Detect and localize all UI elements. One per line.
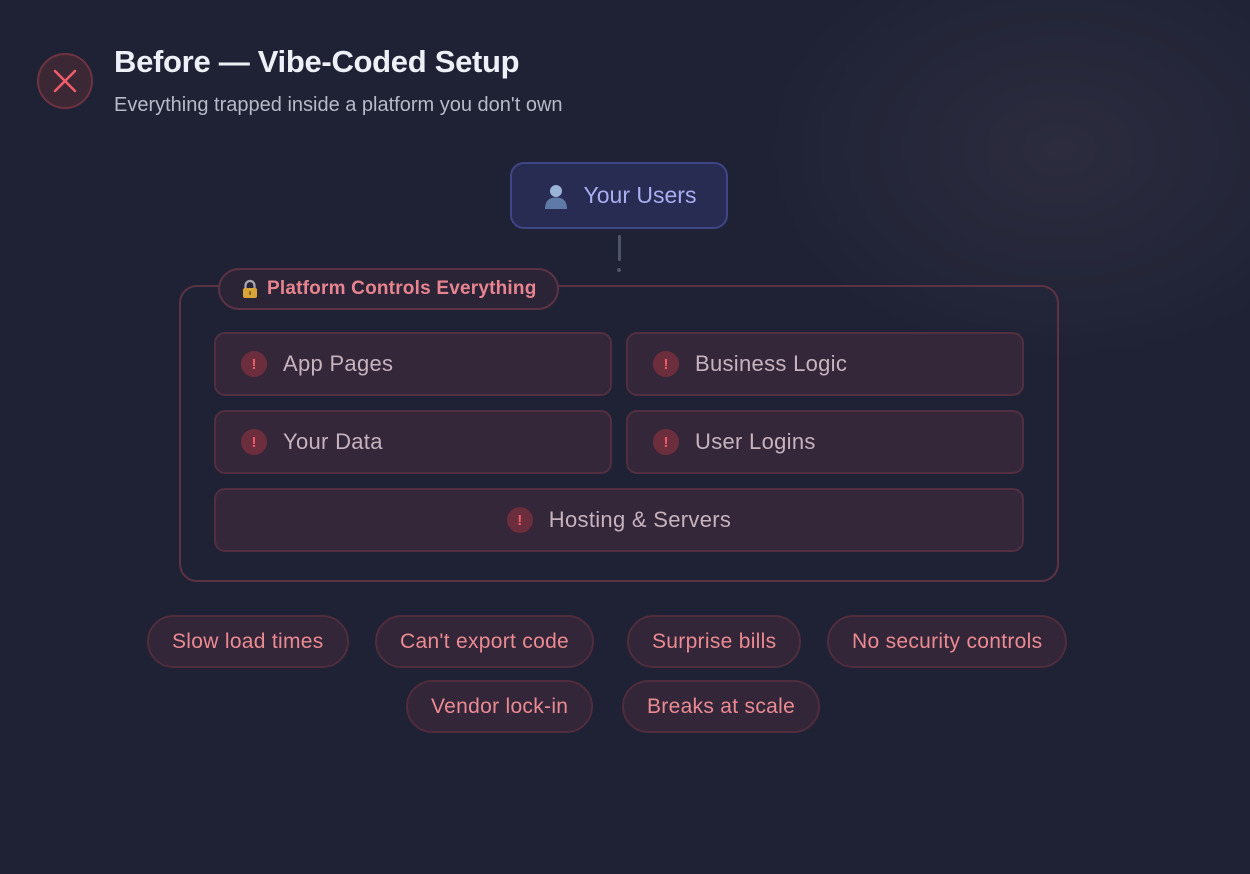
platform-container [179,285,1059,582]
alert-icon: ! [506,507,533,533]
issue-chip: Surprise bills [627,615,802,668]
users-label: Your Users [583,182,697,208]
page-title: Before — Vibe-Coded Setup [114,44,520,79]
issue-chip: Can't export code [375,615,595,668]
component-label: Your Data [283,429,383,454]
component-card-app-pages: ! App Pages [214,332,612,396]
user-icon [542,182,570,210]
issue-chip: No security controls [827,615,1068,668]
issue-chip: Slow load times [147,615,349,668]
alert-icon: ! [241,351,267,377]
connector-arrow [617,268,621,272]
component-label: App Pages [283,351,394,376]
alert-icon: ! [653,351,679,377]
component-card-business-logic: ! Business Logic [626,332,1024,396]
component-label: User Logins [695,429,816,454]
connector-line [618,235,621,261]
page-subtitle: Everything trapped inside a platform you… [114,94,563,116]
alert-icon: ! [653,429,679,455]
users-node: Your Users [510,162,728,229]
component-label: Business Logic [695,351,848,376]
issue-chip: Vendor lock-in [406,680,594,733]
issue-chip: Breaks at scale [622,680,821,733]
component-card-hosting-servers: ! Hosting & Servers [214,488,1024,552]
platform-label: Platform Controls Everything [267,278,537,299]
close-icon [37,53,93,109]
platform-label-tag: Platform Controls Everything [218,268,559,310]
component-card-user-logins: ! User Logins [626,410,1024,474]
component-card-your-data: ! Your Data [214,410,612,474]
lock-icon [240,279,260,299]
alert-icon: ! [241,429,267,455]
component-label: Hosting & Servers [548,507,732,532]
